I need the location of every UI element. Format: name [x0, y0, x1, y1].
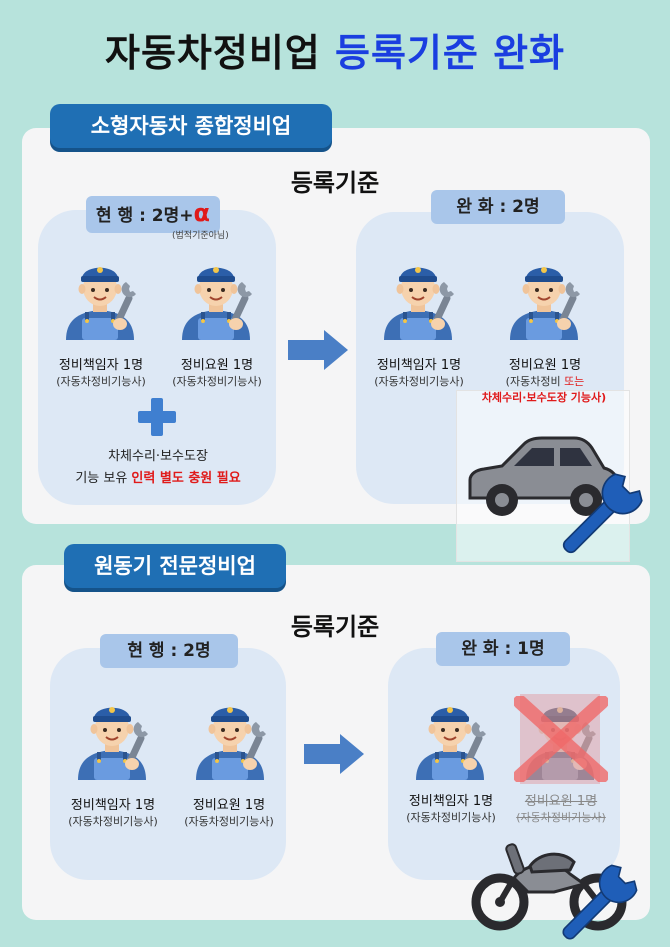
- alpha-symbol: α: [193, 199, 211, 227]
- section2-current-person2-qual: (자동차정비기능사): [184, 815, 274, 828]
- section1-current-person1-qual: (자동차정비기능사): [56, 375, 146, 388]
- section2-relaxed-person2-qual: (자동차정비기능사): [516, 811, 606, 824]
- mechanic-icon: [65, 266, 137, 341]
- section1-current-person2-qual: (자동차정비기능사): [172, 375, 262, 388]
- section2-tab: 원동기 전문정비업: [64, 544, 286, 588]
- section1-current-person1-name: 정비책임자 1명: [58, 358, 144, 373]
- section1-tab: 소형자동차 종합정비업: [50, 104, 332, 148]
- mechanic-icon: [383, 266, 455, 341]
- car-icon: [468, 436, 620, 516]
- section2-relaxed-pill: 완 화 : 1명: [436, 632, 570, 666]
- page-title: 자동차정비업 등록기준 완화: [0, 22, 670, 77]
- mechanic-icon: [195, 706, 267, 781]
- section1-relaxed-pill: 완 화 : 2명: [431, 190, 565, 224]
- section1-relaxed-person2-name: 정비요원 1명: [508, 358, 582, 373]
- mechanic-icon: [415, 706, 487, 781]
- section2-current-pill: 현 행 : 2명: [100, 634, 238, 668]
- mechanic-icon: [181, 266, 253, 341]
- section1-current-person2-name: 정비요원 1명: [180, 358, 254, 373]
- mechanic-icon: [509, 266, 581, 341]
- section1-current-desc: 차체수리·보수도장 기능 보유 인력 별도 충원 필요: [75, 449, 241, 486]
- section1-relaxed-person1-qual: (자동차정비기능사): [374, 375, 464, 388]
- section1-current-note: (법적기준아님): [172, 231, 229, 241]
- section1-relaxed-person2-qual-line2: 차체수리·보수도장 기능사): [481, 391, 607, 404]
- cross-icon: [514, 696, 608, 782]
- section2-current-person1-name: 정비책임자 1명: [70, 798, 156, 813]
- section2-relaxed-person1-qual: (자동차정비기능사): [406, 811, 496, 824]
- plus-icon: [138, 398, 176, 436]
- wrench-icon: [556, 468, 648, 560]
- mechanic-icon: [77, 706, 149, 781]
- section1-subtitle: 등록기준: [290, 169, 380, 197]
- section2-current-person2-name: 정비요원 1명: [192, 798, 266, 813]
- section2-current-person1-qual: (자동차정비기능사): [68, 815, 158, 828]
- title-part2: 등록기준 완화: [335, 31, 565, 75]
- section1-relaxed-person1-name: 정비책임자 1명: [376, 358, 462, 373]
- arrow-right-icon: [304, 734, 364, 774]
- section2-subtitle: 등록기준: [290, 613, 380, 641]
- arrow-right-icon: [288, 330, 348, 370]
- wrench-icon: [556, 860, 642, 946]
- section2-relaxed-person2-name: 정비요원 1명: [524, 794, 598, 809]
- section2-relaxed-person1-name: 정비책임자 1명: [408, 794, 494, 809]
- section1-current-pill: 현 행 : 2명+α: [86, 196, 220, 233]
- section1-relaxed-person2-qual: (자동차정비 또는: [505, 375, 585, 388]
- title-part1: 자동차정비업: [105, 31, 321, 75]
- section1-current-group: [38, 210, 276, 505]
